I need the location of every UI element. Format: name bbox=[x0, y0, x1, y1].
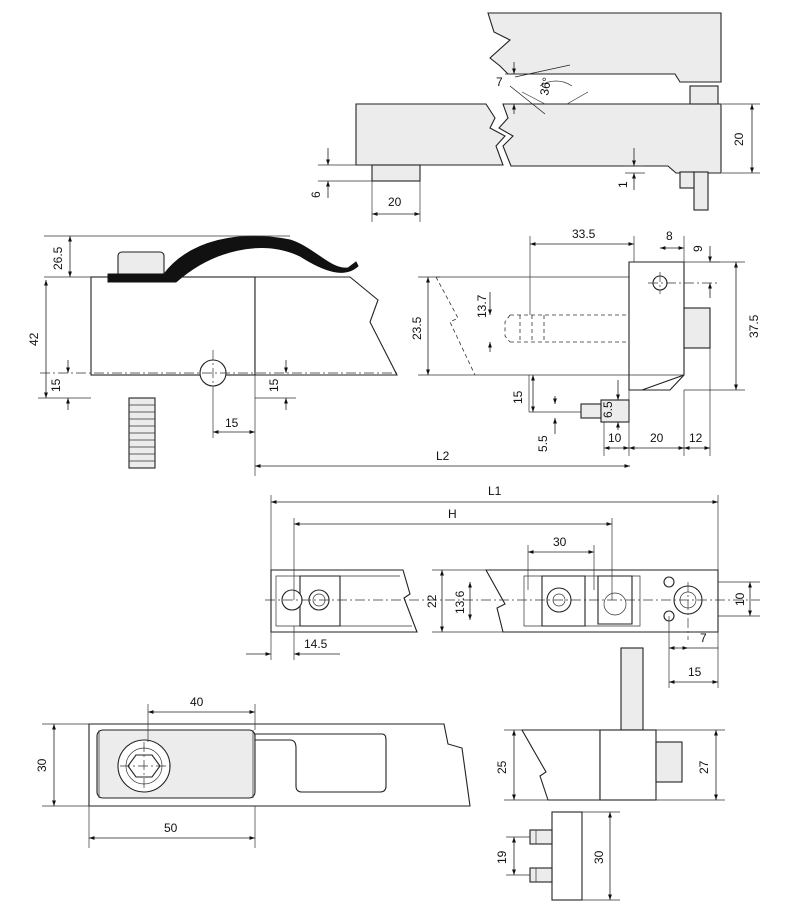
dim-20-bottom: 20 bbox=[388, 195, 402, 209]
dim-L1: L1 bbox=[488, 484, 502, 498]
dim-13-7: 13.7 bbox=[475, 294, 489, 318]
dim-23-5: 23.5 bbox=[410, 316, 424, 340]
dim-15-left: 15 bbox=[49, 378, 63, 392]
dim-5-5: 5.5 bbox=[536, 435, 550, 452]
dim-40: 40 bbox=[190, 695, 204, 709]
dim-7: 7 bbox=[700, 631, 707, 645]
dim-26-5: 26.5 bbox=[51, 246, 65, 270]
dim-10: 10 bbox=[608, 431, 622, 445]
top-view: 7 36° 20 6 1 20 bbox=[309, 12, 760, 222]
dim-6-5: 6.5 bbox=[601, 401, 615, 418]
dim-22: 22 bbox=[425, 594, 439, 608]
dim-13-6: 13.6 bbox=[453, 590, 467, 614]
dim-42: 42 bbox=[27, 332, 41, 346]
dim-9: 9 bbox=[691, 245, 705, 252]
dim-37-5: 37.5 bbox=[747, 314, 761, 338]
dim-50: 50 bbox=[164, 821, 178, 835]
plan-view: L1 H 30 22 13.6 10 7 15 14.5 bbox=[246, 484, 760, 688]
dim-H: H bbox=[448, 507, 457, 521]
dim-6: 6 bbox=[309, 191, 323, 198]
dim-15: 15 bbox=[688, 665, 702, 679]
dim-15: 15 bbox=[511, 390, 525, 404]
dim-36-deg: 36° bbox=[537, 76, 554, 96]
dim-30: 30 bbox=[592, 850, 606, 864]
dim-25: 25 bbox=[495, 760, 509, 774]
bottom-left-view: 40 30 50 bbox=[35, 695, 471, 848]
dim-15-right: 15 bbox=[267, 378, 281, 392]
dim-20: 20 bbox=[650, 431, 664, 445]
dim-1: 1 bbox=[616, 181, 630, 188]
dim-14-5: 14.5 bbox=[304, 637, 328, 651]
dim-19: 19 bbox=[495, 850, 509, 864]
dim-12: 12 bbox=[689, 431, 703, 445]
right-view: 33.5 8 9 37.5 13.7 23.5 15 6.5 5.5 10 20… bbox=[410, 227, 761, 456]
left-view: 26.5 42 15 15 15 L2 bbox=[27, 235, 630, 476]
dim-30: 30 bbox=[35, 758, 49, 772]
dim-7: 7 bbox=[496, 75, 503, 89]
dim-27: 27 bbox=[697, 760, 711, 774]
dim-30: 30 bbox=[553, 535, 567, 549]
dim-15-bottom: 15 bbox=[225, 416, 239, 430]
dim-10: 10 bbox=[733, 592, 747, 606]
dim-8: 8 bbox=[666, 229, 673, 243]
dim-33-5: 33.5 bbox=[572, 227, 596, 241]
dim-L2: L2 bbox=[436, 449, 450, 463]
dim-20-right: 20 bbox=[732, 132, 746, 146]
bottom-right-view: 25 27 19 30 bbox=[495, 647, 725, 901]
